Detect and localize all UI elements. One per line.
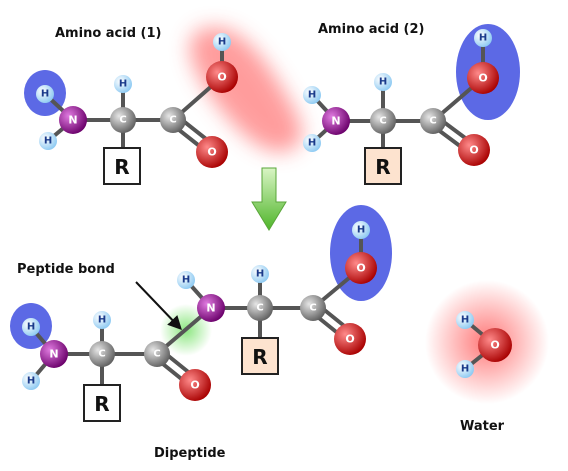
carbon-atom: C xyxy=(89,341,115,367)
hydrogen-atom: H xyxy=(251,265,269,283)
r-group-dipeptide-1: R xyxy=(83,384,121,422)
dipeptide: H H N H C C O H N H C C O H O xyxy=(22,221,377,401)
r-group-dipeptide-2: R xyxy=(241,337,279,375)
svg-text:H: H xyxy=(256,269,264,280)
amino-acid-2-label: Amino acid (2) xyxy=(318,22,424,37)
r-group-aa1: R xyxy=(103,147,141,185)
svg-text:C: C xyxy=(429,116,436,127)
hydrogen-atom: H xyxy=(39,132,57,150)
svg-text:O: O xyxy=(345,333,354,346)
carbon-atom: C xyxy=(160,107,186,133)
svg-text:C: C xyxy=(153,349,160,360)
svg-text:O: O xyxy=(190,379,199,392)
hydrogen-atom: H xyxy=(114,75,132,93)
hydrogen-atom: H xyxy=(22,372,40,390)
oxygen-atom: O xyxy=(478,328,512,362)
svg-text:H: H xyxy=(357,225,365,236)
oxygen-atom: O xyxy=(196,136,228,168)
water-formation-highlight xyxy=(189,27,302,152)
oxygen-atom: O xyxy=(179,369,211,401)
peptide-bond-label: Peptide bond xyxy=(17,262,115,277)
r-label: R xyxy=(375,155,390,179)
svg-text:N: N xyxy=(206,302,215,315)
hydrogen-atom: H xyxy=(374,73,392,91)
svg-text:H: H xyxy=(27,376,35,387)
svg-text:H: H xyxy=(119,79,127,90)
oxygen-atom: O xyxy=(458,134,490,166)
svg-text:C: C xyxy=(119,115,126,126)
r-group-aa2: R xyxy=(364,147,402,185)
svg-text:O: O xyxy=(478,72,487,85)
hydrogen-atom: H xyxy=(456,311,474,329)
svg-text:C: C xyxy=(379,116,386,127)
nitrogen-atom: N xyxy=(322,107,350,135)
water-molecule: H H O xyxy=(456,311,512,378)
hydrogen-atom: H xyxy=(456,360,474,378)
carbon-atom: C xyxy=(144,341,170,367)
hydrogen-atom: H xyxy=(177,271,195,289)
svg-text:H: H xyxy=(98,315,106,326)
svg-text:O: O xyxy=(469,144,478,157)
svg-text:H: H xyxy=(479,33,487,44)
svg-text:H: H xyxy=(44,136,52,147)
nitrogen-atom: N xyxy=(40,340,68,368)
oxygen-atom: O xyxy=(467,62,499,94)
r-label: R xyxy=(94,392,109,416)
oxygen-atom: O xyxy=(334,323,366,355)
amino-acid-1: H H N H C C H O O xyxy=(36,33,238,168)
svg-text:N: N xyxy=(68,114,77,127)
dipeptide-label: Dipeptide xyxy=(154,446,226,461)
svg-text:H: H xyxy=(218,37,226,48)
svg-text:C: C xyxy=(309,303,316,314)
amino-acid-2: H H N H C C H O O xyxy=(303,29,499,166)
hydrogen-atom: H xyxy=(474,29,492,47)
oxygen-atom: O xyxy=(345,252,377,284)
hydrogen-atom: H xyxy=(93,311,111,329)
hydrogen-atom: H xyxy=(213,33,231,51)
svg-text:H: H xyxy=(461,315,469,326)
svg-text:O: O xyxy=(207,146,216,159)
nitrogen-atom: N xyxy=(197,294,225,322)
svg-text:C: C xyxy=(256,303,263,314)
svg-text:H: H xyxy=(379,77,387,88)
svg-text:H: H xyxy=(27,322,35,333)
carbon-atom: C xyxy=(370,108,396,134)
hydrogen-atom: H xyxy=(36,85,54,103)
pointer-arrow-icon xyxy=(135,281,182,331)
amino-acid-1-label: Amino acid (1) xyxy=(55,26,161,41)
svg-text:C: C xyxy=(98,349,105,360)
down-arrow-icon xyxy=(251,167,287,231)
svg-text:C: C xyxy=(169,115,176,126)
carbon-atom: C xyxy=(247,295,273,321)
svg-text:H: H xyxy=(182,275,190,286)
hydrogen-atom: H xyxy=(303,86,321,104)
svg-text:O: O xyxy=(356,262,365,275)
oxygen-atom: O xyxy=(206,61,238,93)
hydrogen-atom: H xyxy=(22,318,40,336)
water-label: Water xyxy=(460,419,505,434)
svg-text:N: N xyxy=(331,115,340,128)
carbon-atom: C xyxy=(110,107,136,133)
svg-text:H: H xyxy=(308,138,316,149)
hydrogen-atom: H xyxy=(352,221,370,239)
carbon-atom: C xyxy=(420,108,446,134)
r-label: R xyxy=(114,155,129,179)
svg-text:N: N xyxy=(49,348,58,361)
r-groups: R R R R xyxy=(83,147,402,422)
svg-text:O: O xyxy=(490,339,499,352)
carbon-atom: C xyxy=(300,295,326,321)
hydrogen-atom: H xyxy=(303,134,321,152)
svg-text:H: H xyxy=(461,364,469,375)
svg-text:H: H xyxy=(308,90,316,101)
svg-text:H: H xyxy=(41,89,49,100)
r-label: R xyxy=(252,345,267,369)
nitrogen-atom: N xyxy=(59,106,87,134)
svg-text:O: O xyxy=(217,71,226,84)
